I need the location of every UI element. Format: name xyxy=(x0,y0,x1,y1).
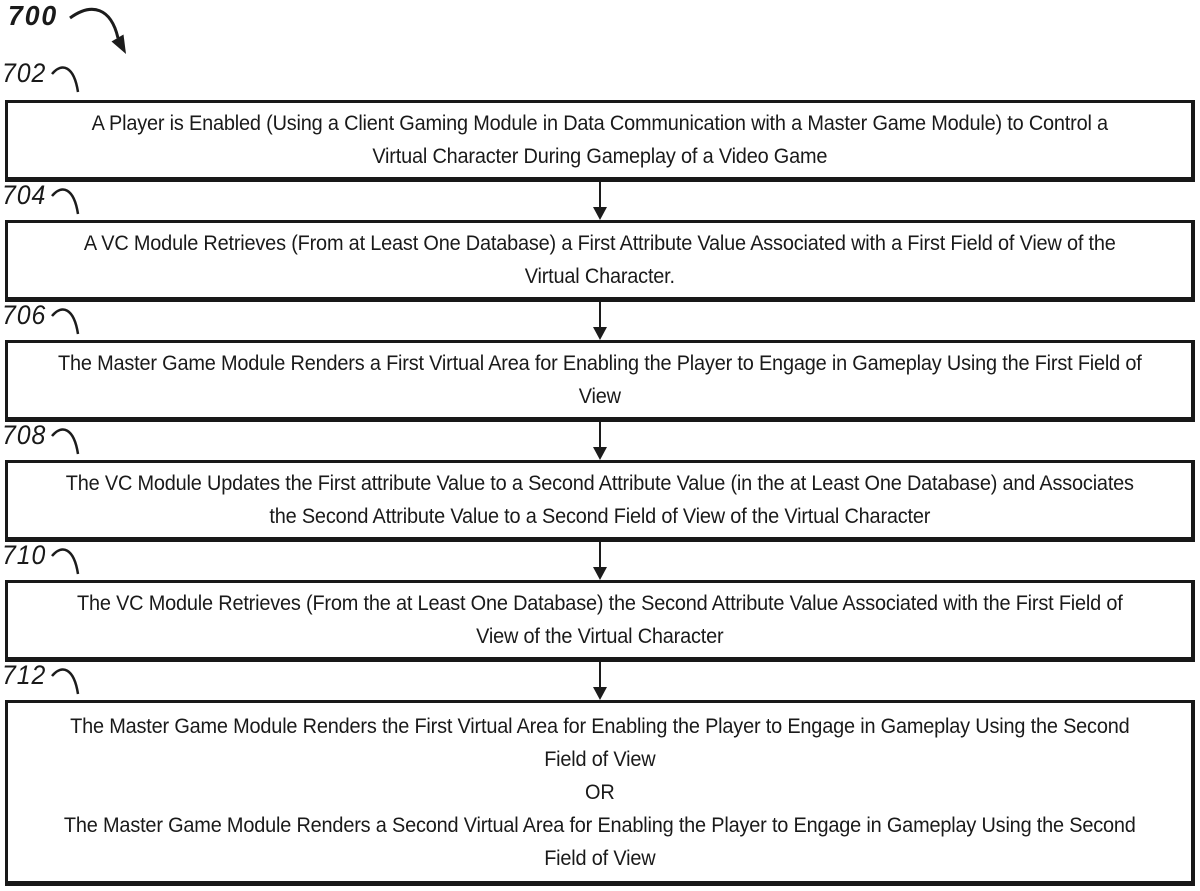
arrowhead-icon xyxy=(593,327,607,340)
arrowhead-icon xyxy=(593,207,607,220)
ref-number: 712 xyxy=(2,660,47,690)
ref-number: 708 xyxy=(2,420,47,450)
text-line-or: OR xyxy=(584,779,615,804)
arrowhead-icon xyxy=(593,687,607,700)
arrow-line xyxy=(599,422,601,447)
text-line: The Master Game Module Renders a Second … xyxy=(63,812,1136,837)
arrow-line xyxy=(599,182,601,207)
flow-connector xyxy=(593,302,607,340)
text-line: the Second Attribute Value to a Second F… xyxy=(269,504,930,528)
arrow-line xyxy=(599,302,601,327)
text-line: Field of View xyxy=(543,746,656,771)
text-line: A Player is Enabled (Using a Client Gami… xyxy=(91,111,1108,135)
leader-hook-icon xyxy=(51,428,80,455)
flow-box-text: The VC Module Updates the First attribut… xyxy=(8,467,1191,533)
ref-label-710: 710 xyxy=(2,542,84,576)
flow-connector xyxy=(593,662,607,700)
text-line: View of the Virtual Character xyxy=(475,624,724,648)
text-line: A VC Module Retrieves (From at Least One… xyxy=(83,231,1116,255)
flow-box-712: The Master Game Module Renders the First… xyxy=(5,700,1195,886)
leader-hook-icon xyxy=(51,668,80,695)
text-line: View xyxy=(578,384,621,408)
flow-box-710: The VC Module Retrieves (From the at Lea… xyxy=(5,580,1195,662)
flow-box-text: The Master Game Module Renders a First V… xyxy=(8,347,1191,413)
ref-label-704: 704 xyxy=(2,182,84,216)
text-line: The Master Game Module Renders the First… xyxy=(69,713,1130,738)
flow-box-706: The Master Game Module Renders a First V… xyxy=(5,340,1195,422)
ref-label-708: 708 xyxy=(2,422,84,456)
flow-connector xyxy=(593,422,607,460)
text-line: The Master Game Module Renders a First V… xyxy=(57,351,1142,375)
leader-hook-icon xyxy=(51,188,80,215)
flow-box-704: A VC Module Retrieves (From at Least One… xyxy=(5,220,1195,302)
gap-row-706: 706 xyxy=(0,302,1200,340)
arrowhead-icon xyxy=(593,447,607,460)
leader-hook-icon xyxy=(51,548,80,575)
leader-hook-icon xyxy=(51,308,80,335)
flow-connector xyxy=(593,542,607,580)
text-line: Virtual Character During Gameplay of a V… xyxy=(372,144,827,168)
figure-leader-arrow-icon xyxy=(69,7,126,54)
flow-box-702: A Player is Enabled (Using a Client Gami… xyxy=(5,100,1195,182)
gap-row-710: 710 xyxy=(0,542,1200,580)
text-line: Field of View xyxy=(543,845,656,870)
flow-box-text: The Master Game Module Renders the First… xyxy=(8,710,1191,875)
arrow-line xyxy=(599,542,601,567)
flow-connector xyxy=(593,182,607,220)
gap-row-712: 712 xyxy=(0,662,1200,700)
text-line: Virtual Character. xyxy=(524,264,675,288)
gap-row-708: 708 xyxy=(0,422,1200,460)
ref-label-706: 706 xyxy=(2,302,84,336)
ref-number: 704 xyxy=(2,180,47,210)
ref-number: 710 xyxy=(2,540,47,570)
ref-label-702: 702 xyxy=(2,60,84,94)
arrowhead-icon xyxy=(593,567,607,580)
ref-number: 706 xyxy=(2,300,47,330)
flow-box-text: A VC Module Retrieves (From at Least One… xyxy=(8,227,1191,293)
figure-header: 700 xyxy=(0,0,1200,60)
text-line: The VC Module Retrieves (From the at Lea… xyxy=(76,591,1123,615)
flow-box-text: A Player is Enabled (Using a Client Gami… xyxy=(8,107,1191,173)
ref-number: 702 xyxy=(2,58,47,88)
figure-number: 700 xyxy=(8,0,59,31)
arrow-line xyxy=(599,662,601,687)
leader-hook-icon xyxy=(51,66,80,93)
gap-row-702: 702 xyxy=(0,60,1200,100)
flow-box-708: The VC Module Updates the First attribut… xyxy=(5,460,1195,542)
text-line: The VC Module Updates the First attribut… xyxy=(65,471,1134,495)
ref-label-712: 712 xyxy=(2,662,84,696)
gap-row-704: 704 xyxy=(0,182,1200,220)
flow-box-text: The VC Module Retrieves (From the at Lea… xyxy=(8,587,1191,653)
